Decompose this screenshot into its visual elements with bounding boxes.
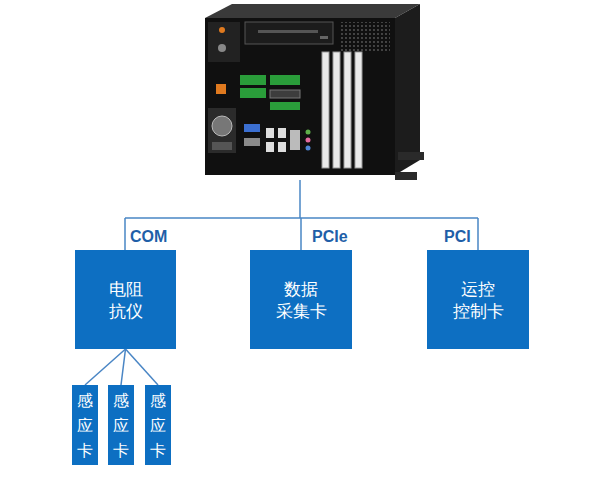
industrial-pc [205, 4, 424, 180]
front-panel [208, 22, 240, 62]
port-label: COM [130, 228, 167, 246]
bus-wire [125, 180, 478, 250]
box-label: 运控 控制卡 [453, 278, 504, 322]
slot-cover [355, 52, 362, 168]
serial-port [270, 90, 300, 98]
vent-grille [340, 22, 390, 52]
slot-cover [322, 52, 329, 168]
terminal-block [270, 102, 300, 110]
usb-port [266, 128, 274, 138]
sensor-card: 感 应 卡 [108, 385, 134, 465]
terminal-block [270, 75, 300, 85]
box-label: 感 应 卡 [150, 388, 166, 463]
usb-port [266, 142, 274, 152]
connector-line [126, 349, 159, 385]
mount-bracket [395, 172, 417, 180]
chassis-top [205, 4, 420, 18]
device-box: 电阻 抗仪 [75, 250, 176, 349]
box-label: 感 应 卡 [77, 388, 93, 463]
audio-jack [306, 146, 311, 151]
audio-jack [306, 130, 311, 135]
psu-fan [212, 116, 232, 136]
slot-cover [344, 52, 351, 168]
box-label: 数据 采集卡 [276, 278, 327, 322]
indicator [216, 84, 226, 94]
dvd-button [320, 36, 328, 39]
terminal-block [240, 75, 266, 85]
device-box: 运控 控制卡 [427, 250, 529, 349]
sensor-card: 感 应 卡 [145, 385, 171, 465]
terminal-block [240, 88, 266, 98]
lan-port [290, 130, 300, 150]
box-label: 电阻 抗仪 [109, 278, 143, 322]
device-box: 数据 采集卡 [250, 250, 352, 349]
box-label: 感 应 卡 [113, 388, 129, 463]
connector-line [121, 349, 126, 385]
connector-line [85, 349, 126, 385]
sensor-card: 感 应 卡 [72, 385, 98, 465]
power-led [219, 27, 225, 33]
port-label: PCIe [312, 228, 348, 246]
power-supply [208, 108, 236, 153]
slot-cover [333, 52, 340, 168]
audio-jack [306, 138, 311, 143]
usb-port [278, 142, 286, 152]
usb-port [278, 128, 286, 138]
power-socket [212, 142, 232, 150]
mount-bracket [398, 152, 424, 160]
dvd-drive [245, 22, 333, 44]
chassis-side [395, 4, 420, 175]
dvd-slot [258, 30, 318, 33]
vga-port [244, 124, 260, 132]
key-lock [218, 44, 226, 52]
port-label: PCI [444, 228, 471, 246]
com-port [244, 138, 260, 146]
chassis-front [205, 18, 395, 175]
